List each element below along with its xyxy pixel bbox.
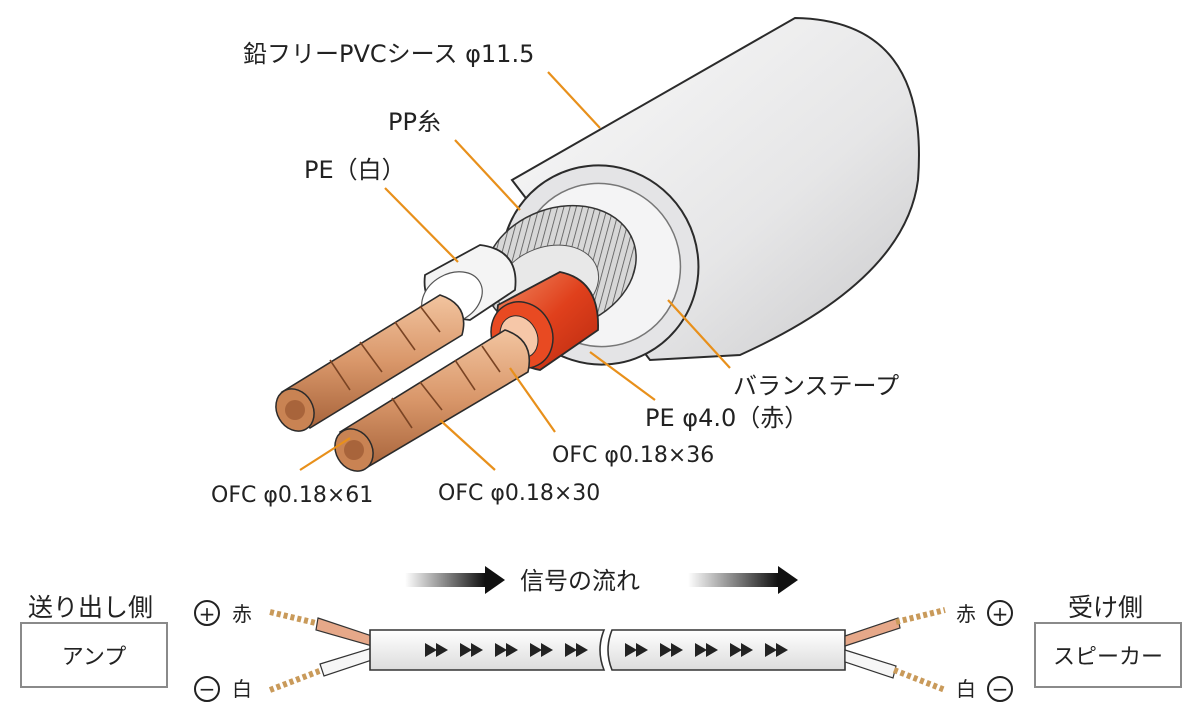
cable-illustration — [275, 16, 920, 472]
minus-icon-right — [987, 676, 1013, 702]
label-ofc-61: OFC φ0.18×61 — [211, 483, 373, 508]
flow-arrow-right — [688, 566, 798, 594]
label-ofc-30: OFC φ0.18×30 — [438, 481, 600, 506]
source-device-label: アンプ — [61, 645, 127, 670]
leader-lines — [299, 71, 731, 471]
svg-text:−: − — [992, 677, 1009, 701]
svg-text:+: + — [992, 602, 1009, 626]
source-device-box: アンプ — [20, 622, 168, 688]
label-balance-tape: バランステープ — [733, 372, 899, 400]
direction-chevrons — [425, 643, 788, 657]
label-ofc-36: OFC φ0.18×36 — [552, 443, 714, 468]
label-pe-white: PE（白） — [304, 156, 406, 184]
label-pe-red: PE φ4.0（赤） — [645, 404, 808, 432]
signal-flow-diagram: 信号の流れ + 赤 − 白 — [194, 566, 1013, 702]
flow-label: 信号の流れ — [520, 567, 640, 595]
svg-text:−: − — [199, 677, 216, 701]
destination-device-label: スピーカー — [1052, 645, 1163, 670]
label-pp-yarn: PP糸 — [388, 108, 441, 136]
flat-cable — [369, 629, 846, 671]
copper-strand-upper — [275, 294, 465, 432]
destination-title: 受け側 — [1068, 593, 1144, 622]
cross-section-labels: 鉛フリーPVCシース φ11.5 PP糸 PE（白） バランステープ PE φ4… — [211, 40, 899, 508]
plus-icon-left — [194, 600, 220, 626]
wires-left — [268, 609, 373, 693]
source-title: 送り出し側 — [28, 593, 154, 622]
minus-color-left: 白 — [232, 677, 252, 701]
svg-text:+: + — [199, 602, 216, 626]
copper-strand-lower — [334, 329, 530, 472]
destination-device-box: スピーカー — [1034, 622, 1182, 688]
minus-icon-left — [194, 676, 220, 702]
plus-color-right: 赤 — [956, 602, 976, 626]
wires-right — [844, 607, 947, 693]
plus-color-left: 赤 — [232, 602, 252, 626]
minus-color-right: 白 — [956, 677, 976, 701]
flow-arrow-left — [405, 566, 505, 594]
plus-icon-right — [987, 600, 1013, 626]
label-sheath: 鉛フリーPVCシース φ11.5 — [243, 40, 534, 68]
